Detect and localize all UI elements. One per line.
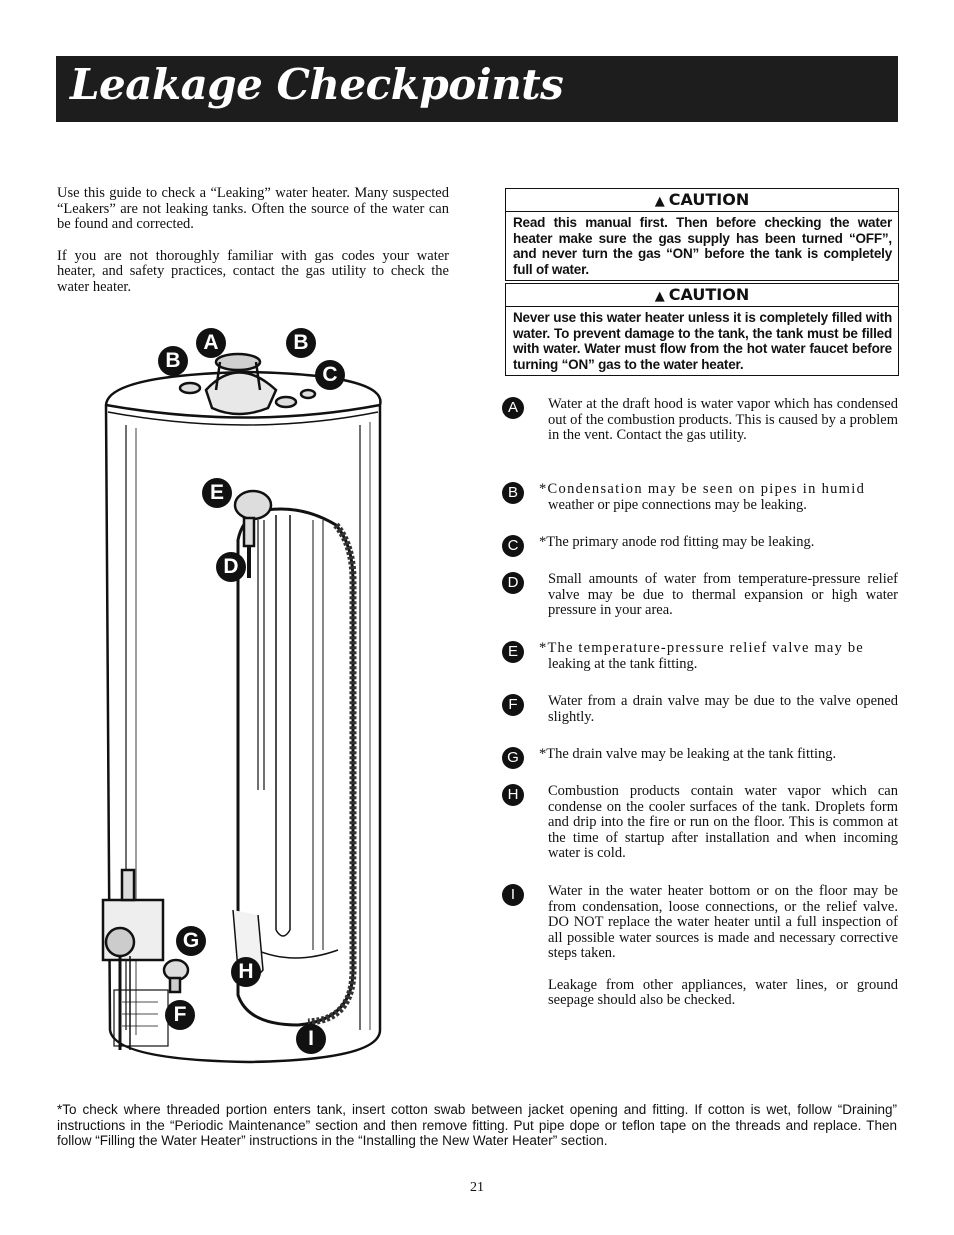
illustration-label-d: D — [216, 552, 246, 582]
letter-badge: I — [502, 884, 524, 906]
water-heater-illustration: A B B C E D G H F I — [98, 330, 398, 1070]
illustration-label-b: B — [286, 328, 316, 358]
letter-badge: G — [502, 747, 524, 769]
checkpoint-text: *Condensation may be seen on pipes in hu… — [539, 482, 898, 513]
caution-box-2: ▲ CAUTION Never use this water heater unl… — [505, 283, 899, 376]
letter-badge: C — [502, 535, 524, 557]
illustration-label-f: F — [165, 1000, 195, 1030]
checkpoint-text: *The temperature-pressure relief valve m… — [539, 641, 898, 672]
checkpoint-text: Small amounts of water from temperature-… — [548, 572, 898, 619]
caution-text: Read this manual first. Then before chec… — [506, 212, 898, 280]
illustration-label-b: B — [158, 346, 188, 376]
letter-badge: A — [502, 397, 524, 419]
checkpoint-star-line: *The temperature-pressure relief valve m… — [539, 640, 864, 656]
caution-label: CAUTION — [669, 190, 749, 209]
checkpoint-paragraph: Water in the water heater bottom or on t… — [548, 884, 898, 962]
letter-badge: B — [502, 482, 524, 504]
warning-icon: ▲ — [655, 289, 665, 304]
illustration-label-e: E — [202, 478, 232, 508]
letter-badge: F — [502, 694, 524, 716]
illustration-label-i: I — [296, 1024, 326, 1054]
checkpoint-text: Water in the water heater bottom or on t… — [548, 884, 898, 1025]
caution-label: CAUTION — [669, 285, 749, 304]
checkpoint-text: Water from a drain valve may be due to t… — [548, 694, 898, 725]
checkpoint-text: *The drain valve may be leaking at the t… — [539, 747, 898, 763]
letter-badge: H — [502, 784, 524, 806]
letter-badge: E — [502, 641, 524, 663]
checkpoint-text: Combustion products contain water vapor … — [548, 784, 898, 862]
warning-icon: ▲ — [655, 194, 665, 209]
page-title: Leakage Checkpoints — [70, 60, 563, 109]
checkpoint-star-line: *The primary anode rod fitting may be le… — [539, 534, 814, 550]
checkpoint-text: Water at the draft hood is water vapor w… — [548, 397, 898, 444]
checkpoint-star-line: *Condensation may be seen on pipes in hu… — [539, 481, 865, 497]
checkpoint-star-line: *The drain valve may be leaking at the t… — [539, 746, 836, 762]
checkpoint-text: *The primary anode rod fitting may be le… — [539, 535, 898, 551]
letter-badge: D — [502, 572, 524, 594]
intro-paragraph-2: If you are not thoroughly familiar with … — [57, 249, 449, 296]
illustration-label-g: G — [176, 926, 206, 956]
title-bar: Leakage Checkpoints — [56, 56, 898, 122]
caution-header: ▲ CAUTION — [506, 284, 898, 307]
checkpoint-paragraph: Leakage from other appliances, water lin… — [548, 978, 898, 1009]
illustration-label-c: C — [315, 360, 345, 390]
checkpoint-continuation: weather or pipe connections may be leaki… — [539, 498, 898, 514]
intro-paragraph-1: Use this guide to check a “Leaking” wate… — [57, 186, 449, 233]
caution-text: Never use this water heater unless it is… — [506, 307, 898, 375]
intro-text: Use this guide to check a “Leaking” wate… — [57, 186, 449, 311]
illustration-label-a: A — [196, 328, 226, 358]
footnote: *To check where threaded portion enters … — [57, 1102, 897, 1149]
page-number: 21 — [0, 1180, 954, 1196]
illustration-label-h: H — [231, 957, 261, 987]
caution-header: ▲ CAUTION — [506, 189, 898, 212]
checkpoint-continuation: leaking at the tank fitting. — [539, 657, 898, 673]
caution-box-1: ▲ CAUTION Read this manual first. Then be… — [505, 188, 899, 281]
